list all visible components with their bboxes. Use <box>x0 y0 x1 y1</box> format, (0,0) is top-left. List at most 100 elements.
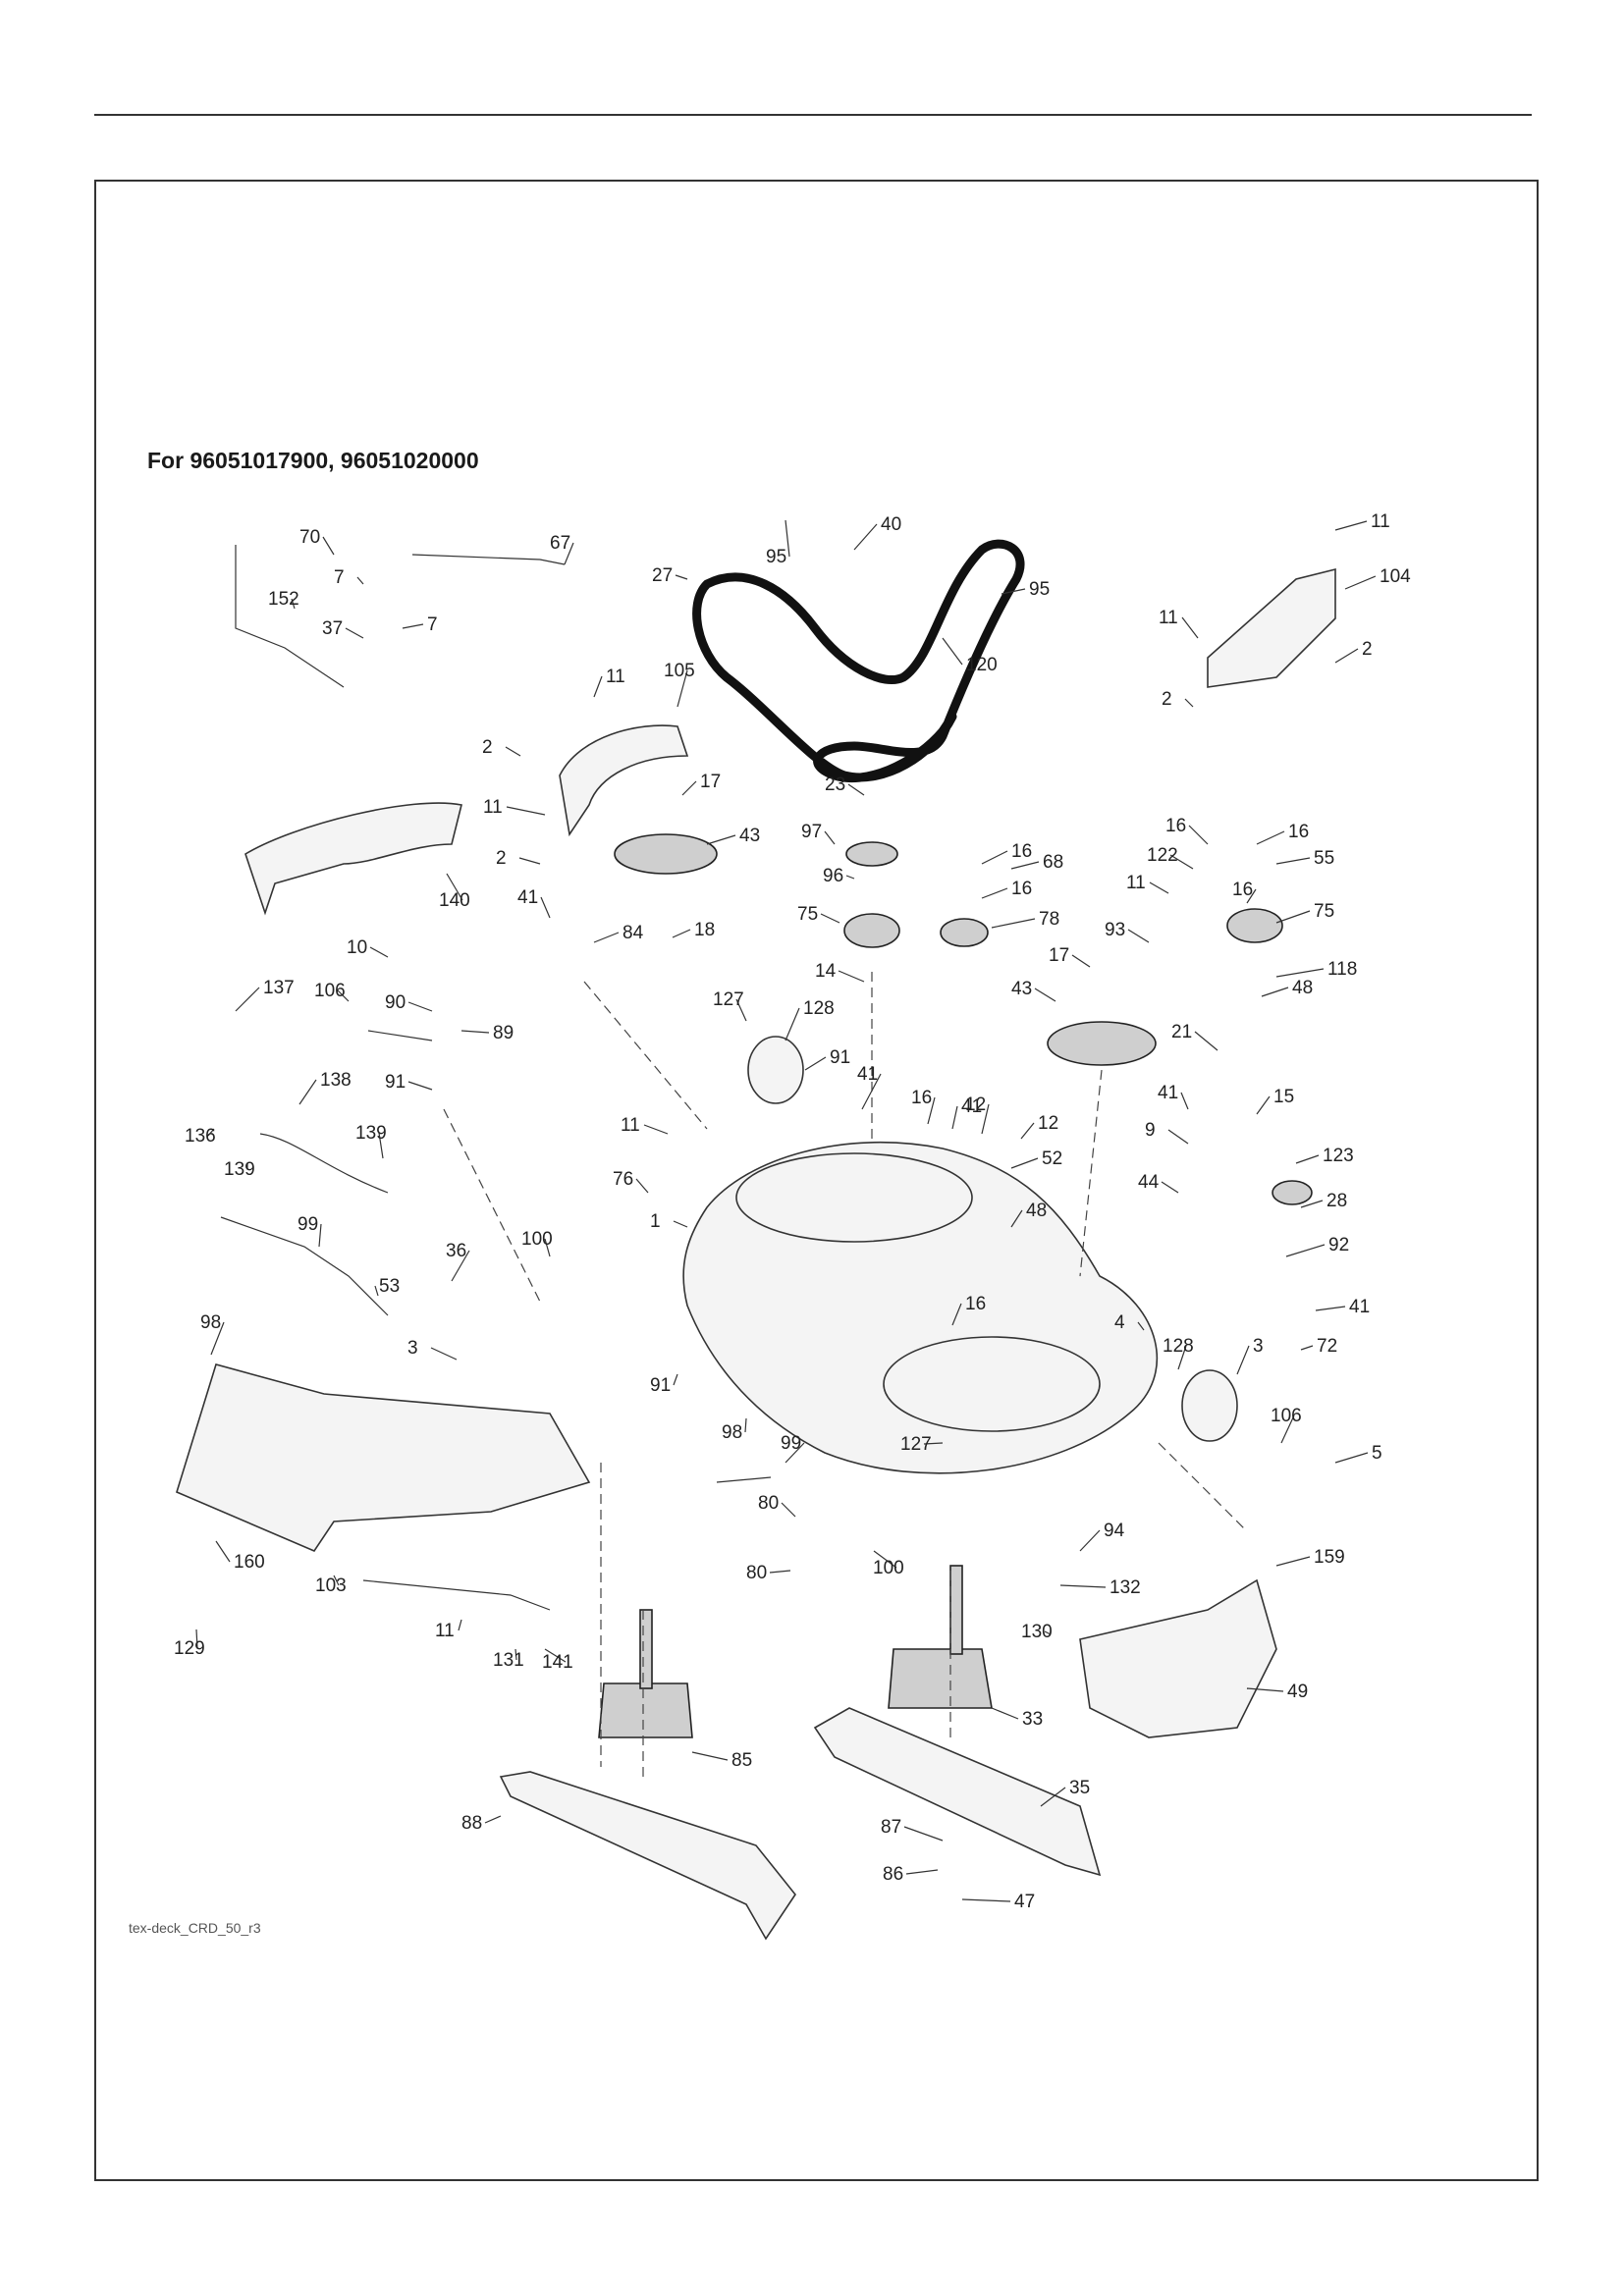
models-heading: For 96051017900, 96051020000 <box>147 448 479 473</box>
gauge-wheel-right <box>1181 1369 1238 1442</box>
part-number-label: 120 <box>966 655 998 675</box>
part-number-label: 41 <box>1158 1083 1178 1103</box>
callout-leader <box>1315 1306 1346 1311</box>
pulley-43-lower <box>1047 1021 1157 1066</box>
part-number-label: 49 <box>1287 1682 1308 1702</box>
part-number-label: 12 <box>1038 1113 1058 1134</box>
callout-leader <box>981 850 1008 865</box>
callout-leader <box>675 574 688 580</box>
callout-leader <box>1334 1452 1369 1464</box>
part-number-label: 5 <box>1372 1443 1382 1464</box>
callout-leader <box>518 857 541 865</box>
callout-leader <box>407 1001 433 1012</box>
callout-leader <box>820 913 840 924</box>
idler-pulley-75 <box>843 913 900 948</box>
alignment-line <box>583 981 708 1130</box>
part-number-label: 2 <box>496 848 507 869</box>
part-number-label: 96 <box>823 866 843 886</box>
callout-leader <box>484 1815 502 1824</box>
callout-leader <box>735 998 747 1022</box>
callout-leader <box>540 896 551 919</box>
callout-leader <box>345 627 364 639</box>
part-number-label: 98 <box>722 1422 742 1443</box>
part-number-label: 123 <box>1323 1146 1354 1166</box>
callout-leader <box>1059 1584 1107 1588</box>
callout-leader <box>785 519 790 558</box>
part-number-label: 99 <box>298 1214 318 1235</box>
part-number-label: 17 <box>700 772 721 792</box>
callout-leader <box>847 783 865 796</box>
part-number-label: 92 <box>1328 1235 1349 1255</box>
part-number-label: 43 <box>1011 979 1032 999</box>
belt-cover-104 <box>1207 567 1336 688</box>
callout-leader <box>458 1619 462 1631</box>
part-number-label: 91 <box>650 1375 671 1396</box>
callout-leader <box>298 1079 317 1105</box>
alignment-line <box>443 1108 543 1307</box>
pulley-78 <box>940 918 989 947</box>
callout-leader <box>769 1570 791 1574</box>
part-number-label: 48 <box>1026 1201 1047 1221</box>
part-number-label: 48 <box>1292 978 1313 998</box>
callout-leader <box>981 1103 990 1135</box>
cable-152 <box>235 545 345 688</box>
callout-leader <box>207 1128 215 1137</box>
callout-leader <box>853 523 878 551</box>
part-number-label: 16 <box>1011 841 1032 862</box>
callout-leader <box>1180 1092 1189 1110</box>
callout-leader <box>1285 1244 1326 1257</box>
callout-leader <box>430 1347 458 1361</box>
callout-leader <box>402 623 424 629</box>
part-number-label: 95 <box>1029 579 1050 600</box>
callout-leader <box>951 1303 962 1326</box>
part-number-label: 16 <box>1232 880 1253 900</box>
callout-leader <box>210 1321 225 1356</box>
callout-leader <box>1344 575 1377 590</box>
callout-leader <box>1137 1321 1145 1331</box>
part-number-label: 100 <box>873 1558 904 1578</box>
callout-leader <box>1071 954 1091 968</box>
callout-leader <box>1127 929 1150 943</box>
callout-leader <box>446 873 463 901</box>
belt-cover-105 <box>559 724 689 837</box>
callout-leader <box>1295 1154 1320 1164</box>
callout-leader <box>451 1250 470 1282</box>
callout-leader <box>691 1751 729 1761</box>
part-number-label: 40 <box>881 514 901 535</box>
callout-leader <box>593 675 603 698</box>
part-number-label: 104 <box>1380 566 1411 587</box>
callout-leader <box>356 576 364 585</box>
deck-cutting-chamber-left <box>735 1152 973 1243</box>
part-number-label: 106 <box>1271 1406 1302 1426</box>
callout-leader <box>1275 1556 1311 1567</box>
callout-leader <box>804 1056 827 1071</box>
callout-leader <box>544 1648 567 1663</box>
callout-leader <box>673 1373 678 1386</box>
part-number-label: 129 <box>174 1638 205 1659</box>
callout-leader <box>991 1707 1019 1720</box>
callout-leader <box>942 637 963 666</box>
callout-leader <box>374 1285 379 1297</box>
part-number-label: 53 <box>379 1276 400 1297</box>
part-number-label: 11 <box>1126 873 1146 893</box>
part-number-label: 16 <box>911 1088 932 1108</box>
callout-leader <box>1246 1687 1284 1692</box>
part-number-label: 44 <box>1138 1172 1160 1193</box>
part-number-label: 72 <box>1317 1336 1337 1357</box>
part-number-label: 90 <box>385 992 406 1013</box>
part-number-label: 131 <box>493 1650 524 1671</box>
part-number-label: 99 <box>781 1433 801 1454</box>
part-number-label: 127 <box>900 1434 932 1455</box>
spring-106-lower <box>716 1476 772 1483</box>
part-number-label: 160 <box>234 1552 265 1573</box>
callout-leader <box>681 780 697 796</box>
callout-leader <box>378 1132 384 1159</box>
callout-leader <box>635 1178 649 1194</box>
callout-leader <box>706 834 736 845</box>
callout-leader <box>981 887 1008 899</box>
part-number-label: 141 <box>542 1652 573 1673</box>
part-number-label: 47 <box>1014 1892 1035 1912</box>
part-number-label: 93 <box>1105 920 1125 940</box>
callout-leader <box>824 830 836 845</box>
